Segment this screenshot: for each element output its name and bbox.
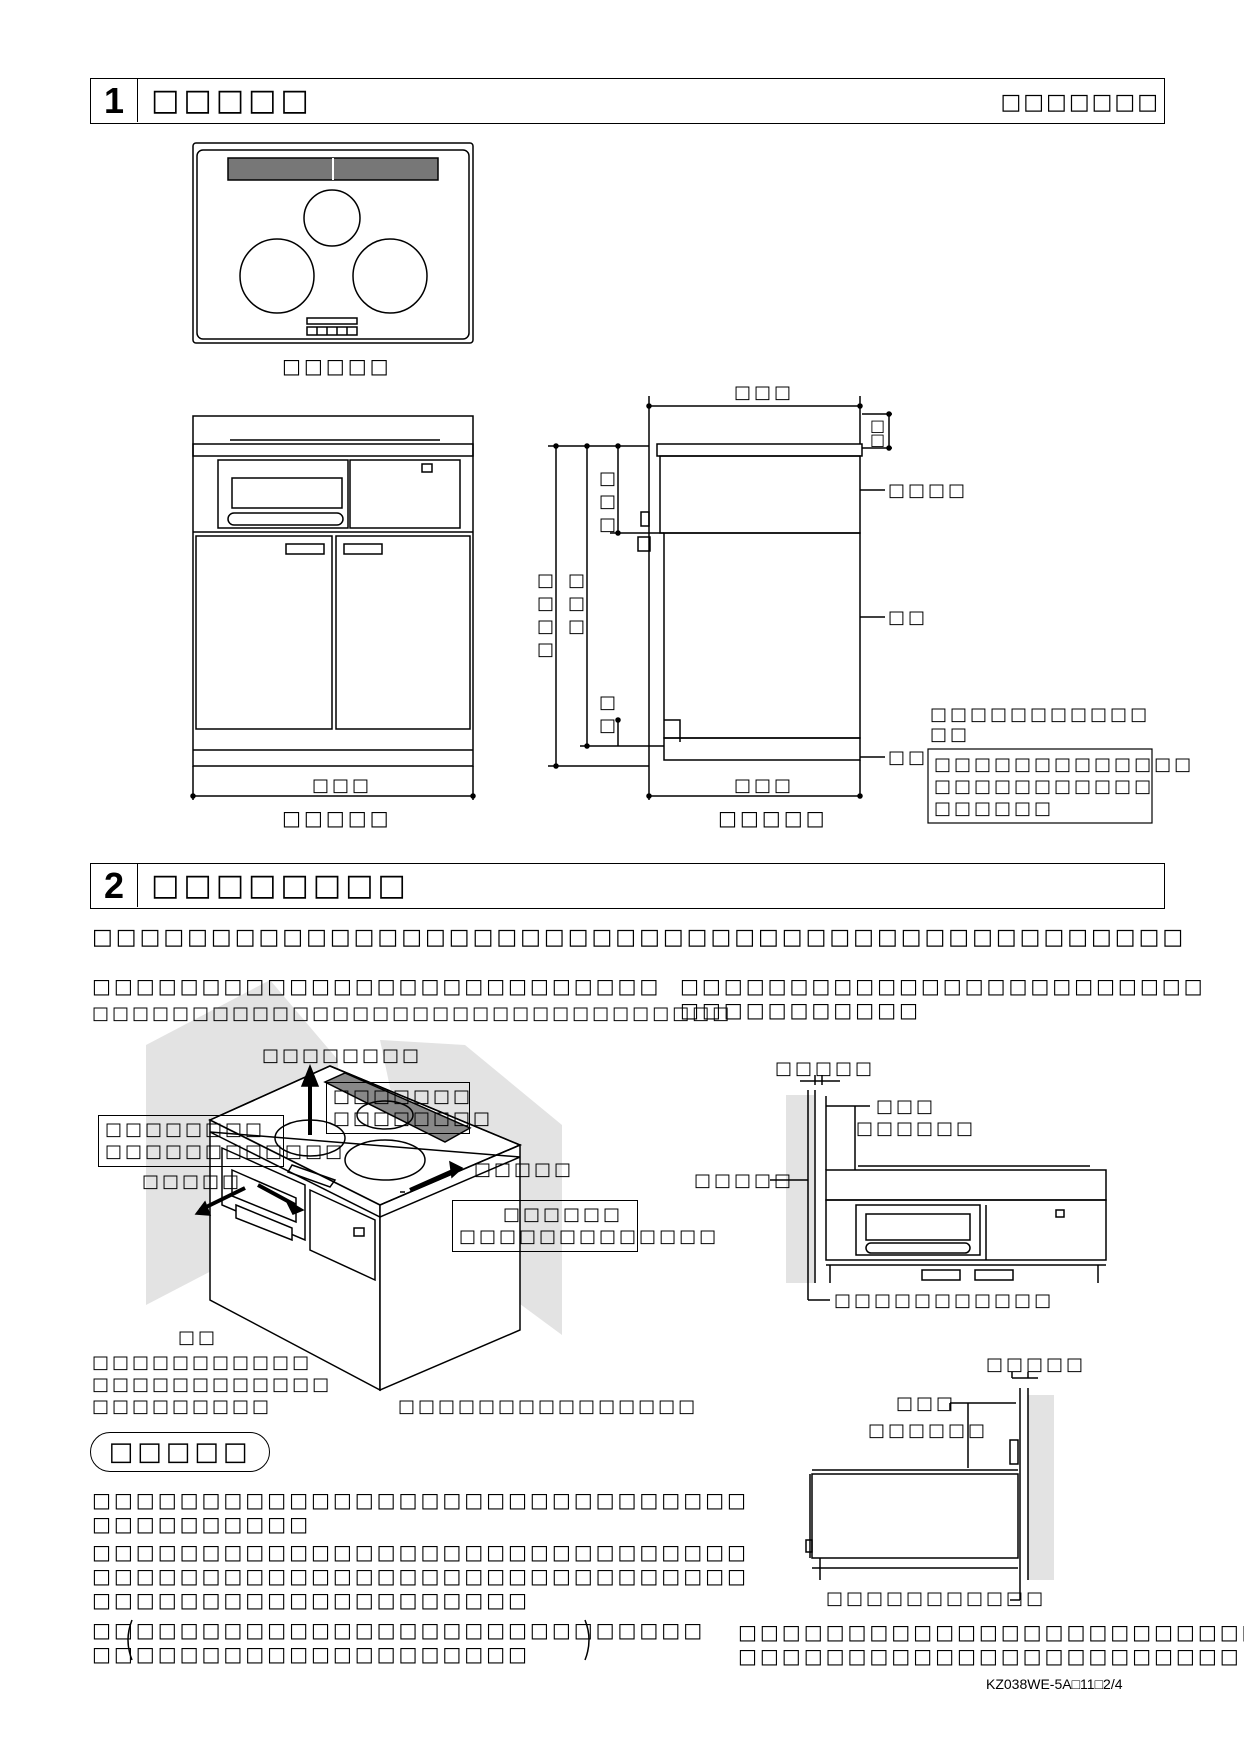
caution-line-2: □□□□□□□□□□ [92,1512,311,1536]
fig2-label-a: □□□□□ [986,1354,1087,1375]
right-bottom-line-2: □□□□□□□□□□□□□□□□□□□□□□□ [738,1644,1242,1668]
dim-bottom: □□ [597,692,618,738]
fig1-label-a: □□□□□ [775,1058,876,1079]
iso-callout-left-line-2: □□□□□□□□□□□□ [105,1141,346,1162]
right-installation-view-1 [770,1075,1107,1301]
section-number: 2 [91,864,138,907]
side-label-bottom: □□ [888,747,929,768]
iso-callout-top: □□□□□□□ □□□□□□□□ [326,1082,494,1134]
section-title: □□□□□ [151,83,313,118]
section-2-header: 2 □□□□□□□□ [90,863,1165,909]
isometric-view [146,980,562,1392]
iso-callout-right-line-1: □□□□□□ [503,1204,624,1225]
iso-bottom-right-label: □□□□□□□□□□□□□□□ [398,1396,699,1417]
paren-right [584,1619,590,1661]
iso-callout-right-line-2: □□□□□□□□□□□□□ [459,1226,720,1247]
caution-line-7: □□□□□□□□□□□□□□□□□□□□ [92,1642,530,1666]
dim-cabinet-height: □□□ [566,570,587,639]
right-bottom-line-1: □□□□□□□□□□□□□□□□□□□□□□□□□ [738,1620,1244,1644]
caution-line-1: □□□□□□□□□□□□□□□□□□□□□□□□□□□□□□ [92,1488,749,1512]
caution-line-5: □□□□□□□□□□□□□□□□□□□□ [92,1588,530,1612]
right-installation-view-2 [805,1372,1054,1601]
paren-left [127,1619,133,1661]
note-line-2: □□ [930,724,971,745]
fig1-label-b: □□□ [876,1096,937,1117]
side-depth-top-dim: □□□ [734,382,795,403]
dim-top-right-a: □ [870,416,889,435]
iso-callout-left-line-1: □□□□□□□□ [105,1119,266,1140]
side-view-caption: □□□□□ [718,806,828,830]
section-1-header: 1 □□□□□ □□□□□□□ [90,78,1165,124]
left-para-1: □□□□□□□□□□□□□□□□□□□□□□□□□□ [92,974,662,998]
right-para-1: □□□□□□□□□□□□□□□□□□□□□□□□ [680,974,1206,998]
note-box-line-3: □□□□□□ [934,798,1055,819]
cooktop-side-view [548,396,1153,824]
left-para-2: □□□□□□□□□□□□□□□□□□□□□□□□□□□□□□□□ [92,1003,733,1024]
iso-callout-top-line-2: □□□□□□□□ [333,1108,494,1129]
fig2-label-b: □□□ [896,1393,957,1414]
section-header-note: □□□□□□□ [1000,90,1160,115]
fig2-label-c: □□□□□□ [868,1420,989,1441]
note-box-line-1: □□□□□□□□□□□□□ [934,754,1195,775]
iso-callout-top-line-1: □□□□□□□ [333,1086,474,1107]
iso-left-arrow-label: □□□□□ [142,1171,243,1192]
dim-top-height: □□□ [597,468,618,537]
iso-front-desc-1: □□□□□□□□□□□ [92,1352,313,1373]
cooktop-top-view [192,142,474,344]
right-para-2: □□□□□□□□□□□ [680,998,921,1022]
caution-line-6: □□□□□□□□□□□□□□□□□□□□□□□□□□□□ [92,1618,706,1642]
side-label-top: □□□□ [888,480,969,501]
intro-text: □□□□□□□□□□□□□□□□□□□□□□□□□□□□□□□□□□□□□□□□… [92,925,1187,950]
document-code: KZ038WE-5A□11□2/4 [986,1676,1123,1692]
iso-callout-right: □□□□□□ □□□□□□□□□□□□□ [452,1200,720,1252]
iso-front-desc-2: □□□□□□□□□□□□ [92,1374,333,1395]
section-title: □□□□□□□□ [151,868,410,903]
side-label-middle: □□ [888,607,929,628]
fig1-label-c: □□□□□□ [856,1118,977,1139]
iso-callout-left: □□□□□□□□ □□□□□□□□□□□□ [98,1115,346,1167]
note-line-1: □□□□□□□□□□□ [930,704,1151,725]
front-width-dim: □□□ [312,775,373,796]
dim-total-height: □□□□ [535,570,556,662]
fig2-label-d: □□□□□□□□□□□ [826,1588,1047,1609]
caution-pill: □□□□□ [90,1432,270,1472]
note-box-line-2: □□□□□□□□□□□ [934,776,1155,797]
caution-line-4: □□□□□□□□□□□□□□□□□□□□□□□□□□□□□□ [92,1564,749,1588]
side-depth-bottom-dim: □□□ [734,775,795,796]
section-number: 1 [91,79,138,122]
dim-top-right-b: □ [870,430,889,449]
fig1-label-d: □□□□□ [694,1170,795,1191]
top-view-caption: □□□□□ [282,354,392,378]
cooktop-front-view [190,415,476,800]
caution-line-3: □□□□□□□□□□□□□□□□□□□□□□□□□□□□□□ [92,1540,749,1564]
iso-right-label: □□□□□ [474,1159,575,1180]
iso-top-label: □□□□□□□□ [262,1045,423,1066]
fig1-label-e: □□□□□□□□□□□ [834,1290,1055,1311]
front-view-caption: □□□□□ [282,806,392,830]
iso-front-label: □□ [178,1327,219,1348]
iso-front-desc-3: □□□□□□□□□ [92,1396,273,1417]
